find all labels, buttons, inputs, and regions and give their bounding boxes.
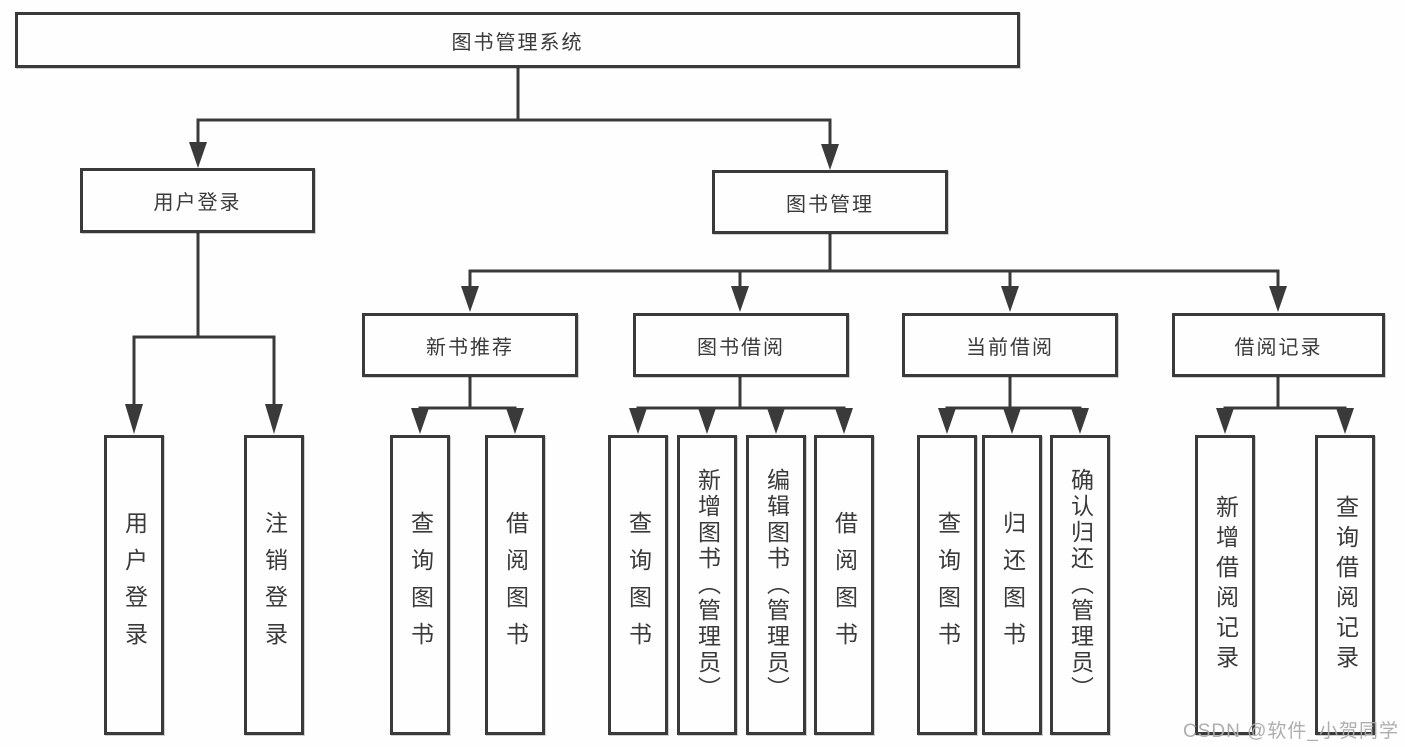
leaf-add-borrow-record: 新增借阅记录 [1195,435,1255,735]
leaf-query-books-recommend: 查询图书 [390,435,450,735]
node-root-label: 图书管理系统 [451,31,584,54]
leaf-query-books-borrow: 查询图书 [608,435,668,735]
node-new-book-recommend-label: 新书推荐 [426,336,514,359]
node-user-login: 用户登录 [80,168,315,233]
node-borrow-records-label: 借阅记录 [1234,336,1323,359]
leaf-logout: 注销登录 [244,435,304,735]
leaf-query-borrow-record: 查询借阅记录 [1315,435,1375,735]
watermark: CSDN @软件_小贺同学 [1183,721,1399,742]
leaf-edit-book-admin: 编辑图书（管理员） [746,435,806,735]
leaf-query-books-current: 查询图书 [917,435,977,735]
node-current-borrow: 当前借阅 [902,313,1118,377]
node-root: 图书管理系统 [15,12,1020,68]
node-current-borrow-label: 当前借阅 [966,336,1054,359]
leaf-confirm-return-admin: 确认归还（管理员） [1050,435,1110,735]
node-book-management: 图书管理 [712,170,948,234]
leaf-user-login: 用户登录 [104,435,164,735]
node-new-book-recommend: 新书推荐 [362,313,578,377]
node-book-borrow: 图书借阅 [633,313,849,377]
node-book-management-label: 图书管理 [786,193,874,216]
node-borrow-records: 借阅记录 [1172,313,1385,377]
leaf-return-books: 归还图书 [982,435,1042,735]
leaf-borrow-books-recommend: 借阅图书 [485,435,545,735]
node-book-borrow-label: 图书借阅 [697,336,785,359]
leaf-borrow-books: 借阅图书 [814,435,874,735]
leaf-add-book-admin: 新增图书（管理员） [677,435,737,735]
node-user-login-label: 用户登录 [153,192,242,214]
